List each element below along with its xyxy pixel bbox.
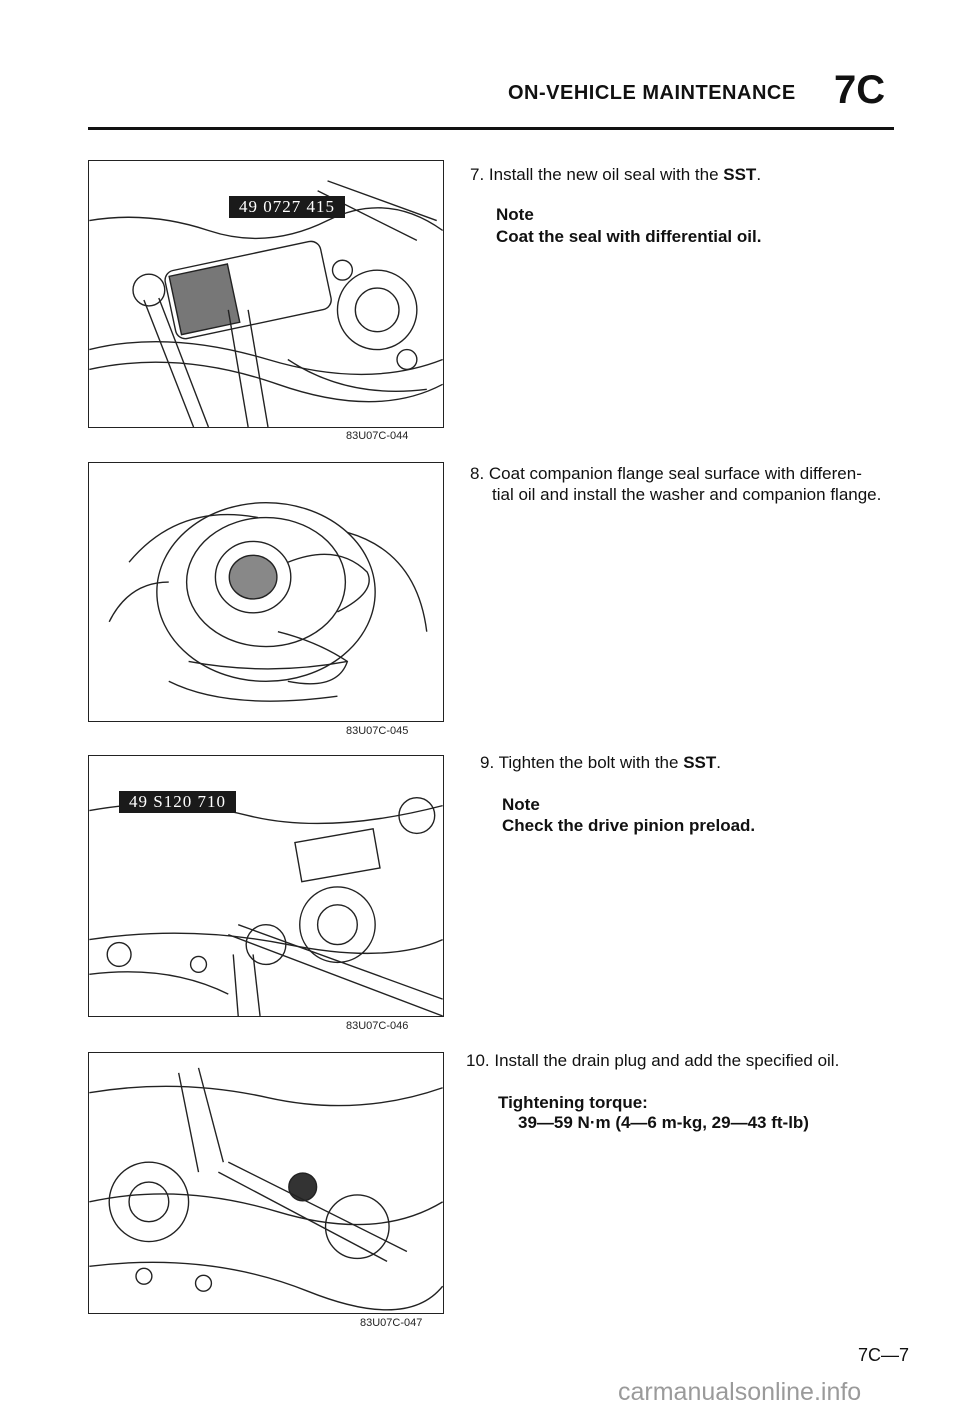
step-8-line-2: tial oil and install the washer and comp… [492,485,882,504]
page-title: ON-VEHICLE MAINTENANCE [508,82,796,104]
tighten-bolt-illustration [89,796,443,1016]
figure-companion-flange [88,462,444,722]
step-10: 10. Install the drain plug and add the s… [466,1051,840,1070]
sst-number-label: 49 0727 415 [229,196,345,218]
step-text: 9. Tighten the bolt with the [480,753,684,772]
note-text: Coat the seal with differential oil. [496,227,762,246]
figure-code: 83U07C-046 [346,1020,409,1032]
sst-number-label: 49 S120 710 [119,791,236,813]
figure-drain-plug [88,1052,444,1314]
drain-plug-illustration [89,1067,443,1311]
torque-label: Tightening torque: [498,1093,648,1112]
note-title: Note [496,205,534,224]
figure-oil-seal-install: 49 0727 415 [88,160,444,428]
step-9: 9. Tighten the bolt with the SST. [480,752,721,774]
torque-value: 39—59 N·m (4—6 m-kg, 29—43 ft-lb) [518,1113,809,1132]
companion-flange-illustration [108,501,428,702]
step-8-line-1: 8. Coat companion flange seal surface wi… [470,464,862,483]
figure-code: 83U07C-045 [346,725,409,737]
page-number: 7C—7 [858,1345,910,1365]
sst-term: SST [683,753,717,772]
step-punct: . [716,753,721,772]
sst-term: SST [723,165,757,184]
figure-tighten-bolt: 49 S120 710 [88,755,444,1017]
step-text: 7. Install the new oil seal with the [470,165,724,184]
step-punct: . [756,165,762,184]
figure-code: 83U07C-044 [346,430,409,442]
step-7: 7. Install the new oil seal with the SST… [470,164,761,186]
figure-code: 83U07C-047 [360,1317,423,1329]
header-rule [88,127,894,130]
section-number: 7C [834,68,886,112]
site-watermark[interactable]: carmanualsonline.info [618,1378,862,1406]
note-text: Check the drive pinion preload. [502,816,756,835]
oil-seal-install-illustration [89,180,443,427]
note-title: Note [502,795,540,814]
